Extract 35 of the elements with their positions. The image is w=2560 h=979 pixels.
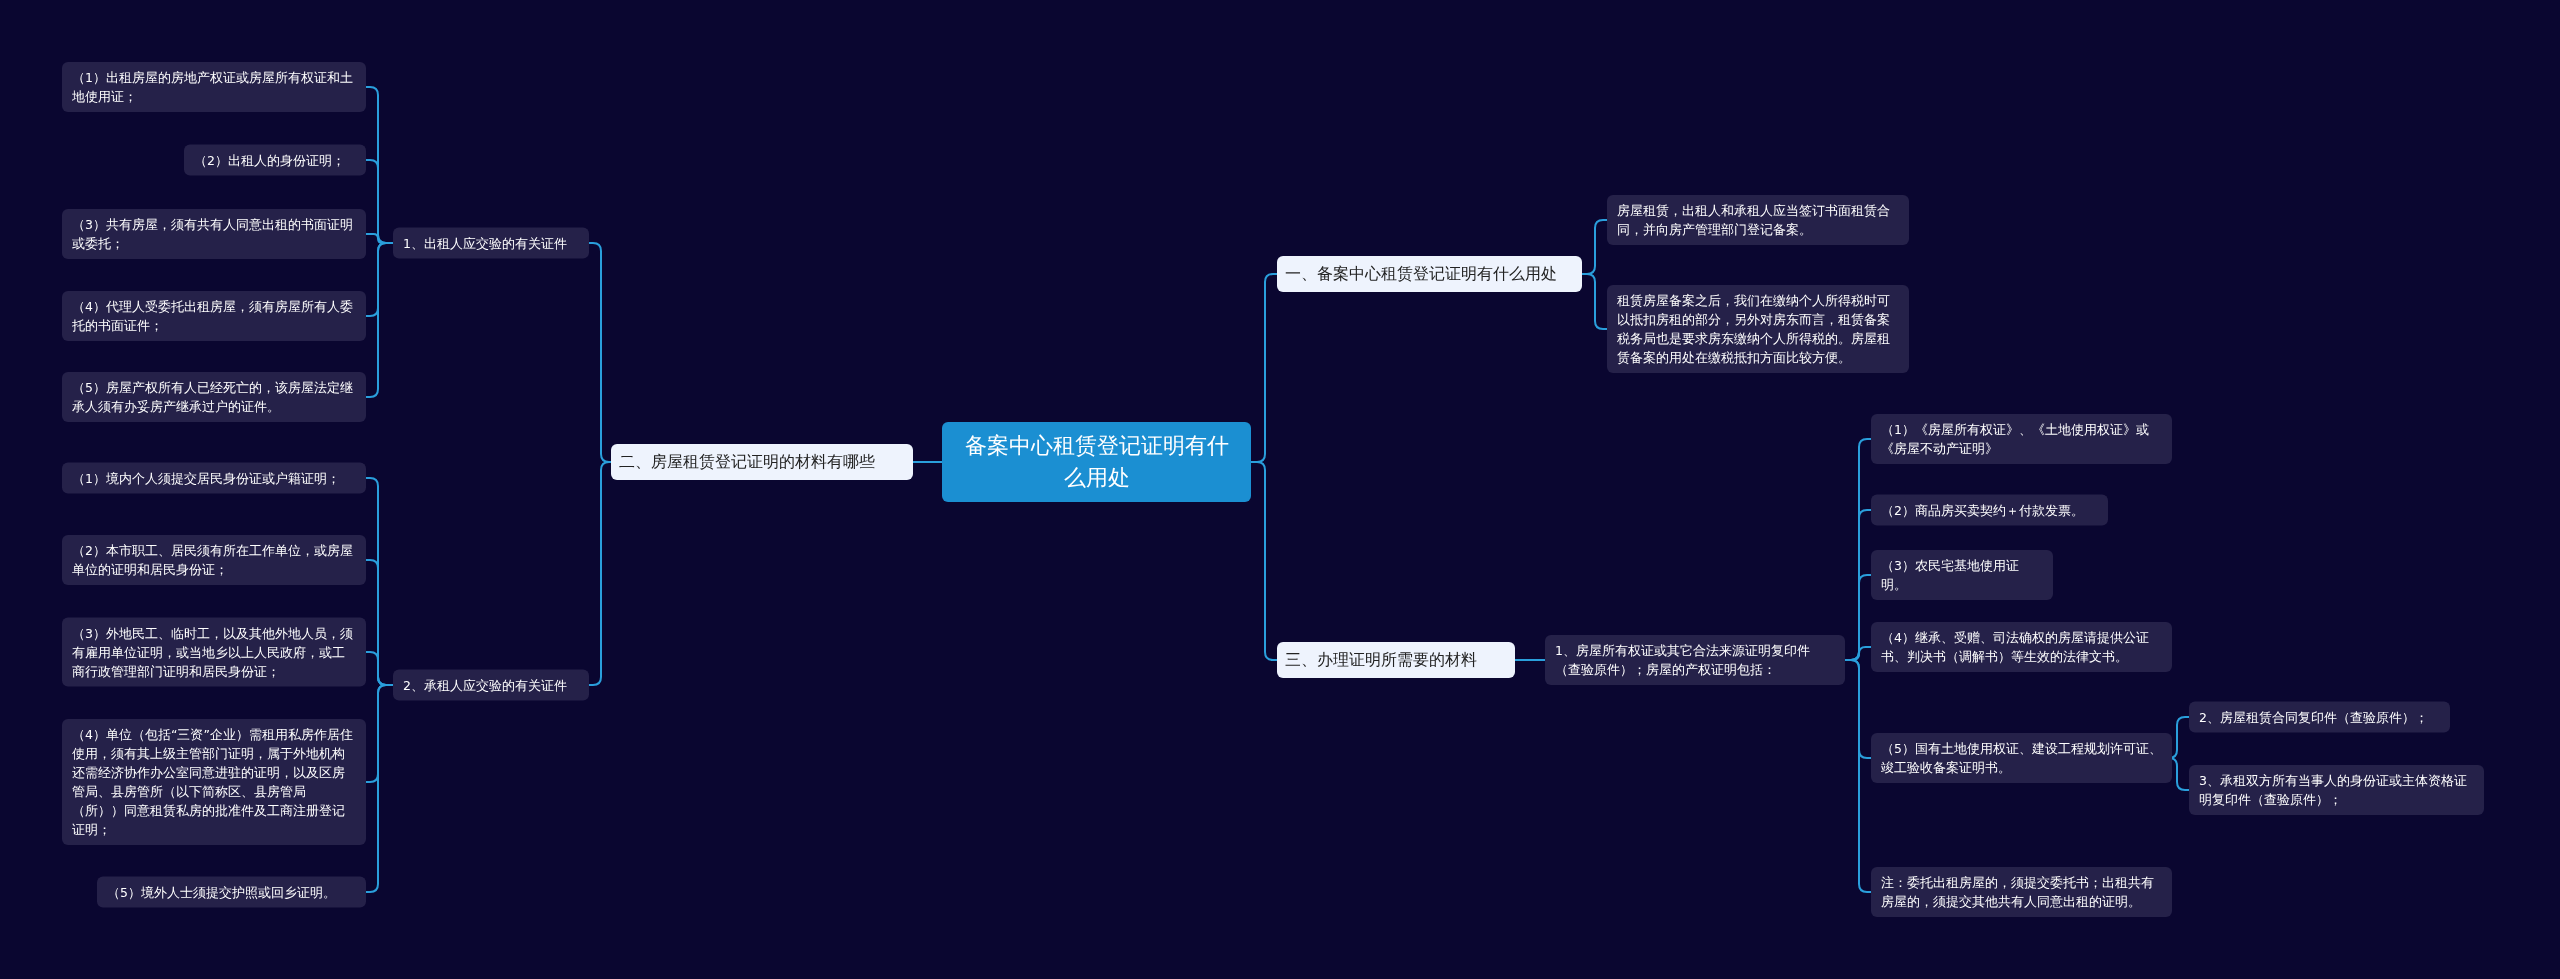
leaf-topic-box: （5）房屋产权所有人已经死亡的，该房屋法定继承人须有办妥房产继承过户的证件。 (62, 372, 366, 422)
leaf-topic-box: 2、承租人应交验的有关证件 (393, 669, 589, 701)
leaf-topic-box: 租赁房屋备案之后，我们在缴纳个人所得税时可以抵扣房租的部分，另外对房东而言，租赁备案税务局也是要求房东缴纳个人所得税的。房屋租赁备案的用处在缴税抵扣方面比较方便。 (1607, 285, 1909, 373)
connector-line (365, 684, 394, 893)
connector-line (1844, 659, 1872, 893)
leaf-topic-box: （3）农民宅基地使用证明。 (1871, 550, 2053, 600)
root-topic-box: 备案中心租赁登记证明有什么用处 (942, 422, 1251, 502)
branch-topic-box: 三、办理证明所需要的材料 (1277, 642, 1515, 678)
leaf-topic-box: 1、房屋所有权证或其它合法来源证明复印件（查验原件）；房屋的产权证明包括： (1545, 635, 1845, 685)
connector-line (1250, 461, 1278, 661)
leaf-topic-box: （3）共有房屋，须有共有人同意出租的书面证明或委托； (62, 209, 366, 259)
connector-line (365, 242, 394, 398)
connector-line (1514, 659, 1546, 661)
leaf-topic-box: 注：委托出租房屋的，须提交委托书；出租共有房屋的，须提交其他共有人同意出租的证明。 (1871, 867, 2172, 917)
leaf-topic-box: （5）境外人士须提交护照或回乡证明。 (97, 876, 366, 908)
connector-line (1581, 273, 1608, 330)
leaf-topic-box: （2）商品房买卖契约＋付款发票。 (1871, 494, 2108, 526)
leaf-topic-box: （4）继承、受赠、司法确权的房屋请提供公证书、判决书（调解书）等生效的法律文书。 (1871, 622, 2172, 672)
leaf-topic-box: （5）国有土地使用权证、建设工程规划许可证、竣工验收备案证明书。 (1871, 733, 2172, 783)
leaf-topic-box: （4）单位（包括“三资”企业）需租用私房作居住使用，须有其上级主管部门证明，属于外地机构还需经济协作办公室同意进驻的证明，以及区房管局、县房管所（以下简称区、县房管局（所））同意租赁私房的批准件及工商注册登记证明； (62, 719, 366, 845)
leaf-topic-box: （1）《房屋所有权证》、《土地使用权证》或《房屋不动产证明》 (1871, 414, 2172, 464)
leaf-topic-box: （3）外地民工、临时工，以及其他外地人员，须有雇用单位证明，或当地乡以上人民政府，或工商行政管理部门证明和居民身份证； (62, 617, 366, 687)
leaf-topic-box: （2）出租人的身份证明； (184, 144, 366, 176)
branch-topic-box: 二、房屋租赁登记证明的材料有哪些 (611, 444, 913, 480)
leaf-topic-box: （1）境内个人须提交居民身份证或户籍证明； (62, 462, 366, 494)
leaf-topic-box: （4）代理人受委托出租房屋，须有房屋所有人委托的书面证件； (62, 291, 366, 341)
connector-line (588, 461, 612, 686)
branch-topic-box: 一、备案中心租赁登记证明有什么用处 (1277, 256, 1582, 292)
connector-line (912, 461, 943, 463)
leaf-topic-box: 房屋租赁，出租人和承租人应当签订书面租赁合同，并向房产管理部门登记备案。 (1607, 195, 1909, 245)
leaf-topic-box: 3、承租双方所有当事人的身份证或主体资格证明复印件（查验原件）； (2189, 765, 2484, 815)
leaf-topic-box: （1）出租房屋的房地产权证或房屋所有权证和土地使用证； (62, 62, 366, 112)
leaf-topic-box: （2）本市职工、居民须有所在工作单位，或房屋单位的证明和居民身份证； (62, 535, 366, 585)
leaf-topic-box: 1、出租人应交验的有关证件 (393, 227, 589, 259)
leaf-topic-box: 2、房屋租赁合同复印件（查验原件）； (2189, 701, 2450, 733)
